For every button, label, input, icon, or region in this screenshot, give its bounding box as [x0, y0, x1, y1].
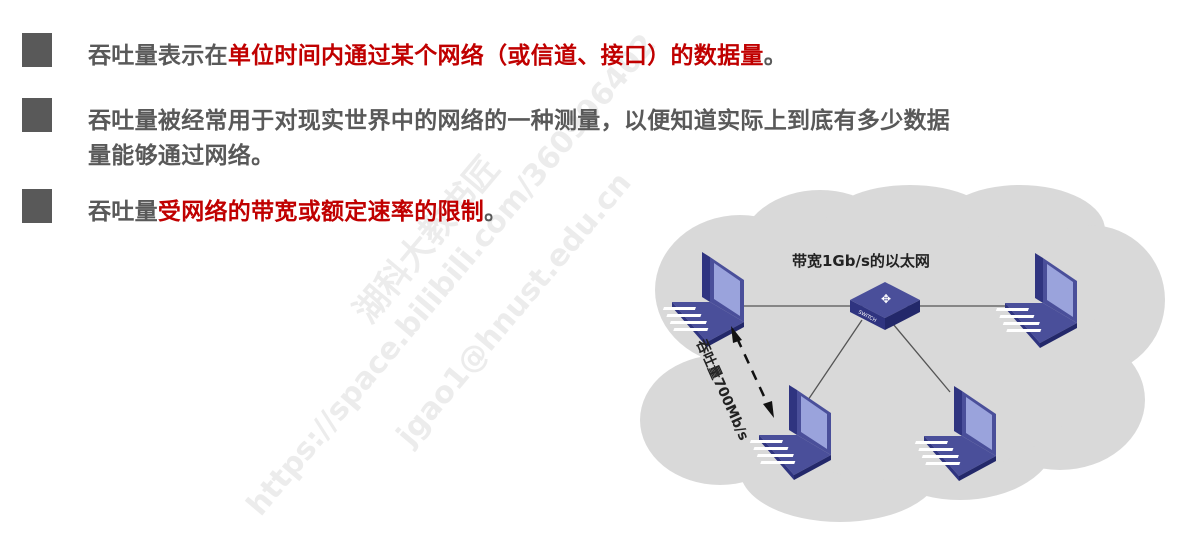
bullet-square-icon — [22, 189, 52, 223]
network-label: 带宽1Gb/s的以太网 — [792, 252, 930, 270]
bullet-text-2b: 量能够通过网络。 — [88, 143, 275, 169]
bullet-text-3: 吞吐量受网络的带宽或额定速率的限制。 — [88, 199, 508, 225]
throughput-arrow — [731, 326, 774, 418]
svg-text:✥: ✥ — [881, 292, 891, 306]
network-links — [740, 305, 1010, 401]
bullet-text-1: 吞吐量表示在单位时间内通过某个网络（或信道、接口）的数据量。 — [88, 43, 788, 69]
bullet-text-2a: 吞吐量被经常用于对现实世界中的网络的一种测量，以便知道实际上到底有多少数据 — [88, 108, 951, 134]
bullet-square-icon — [22, 33, 52, 67]
cloud-shape — [640, 185, 1165, 522]
bullet-square-icon — [22, 98, 52, 132]
